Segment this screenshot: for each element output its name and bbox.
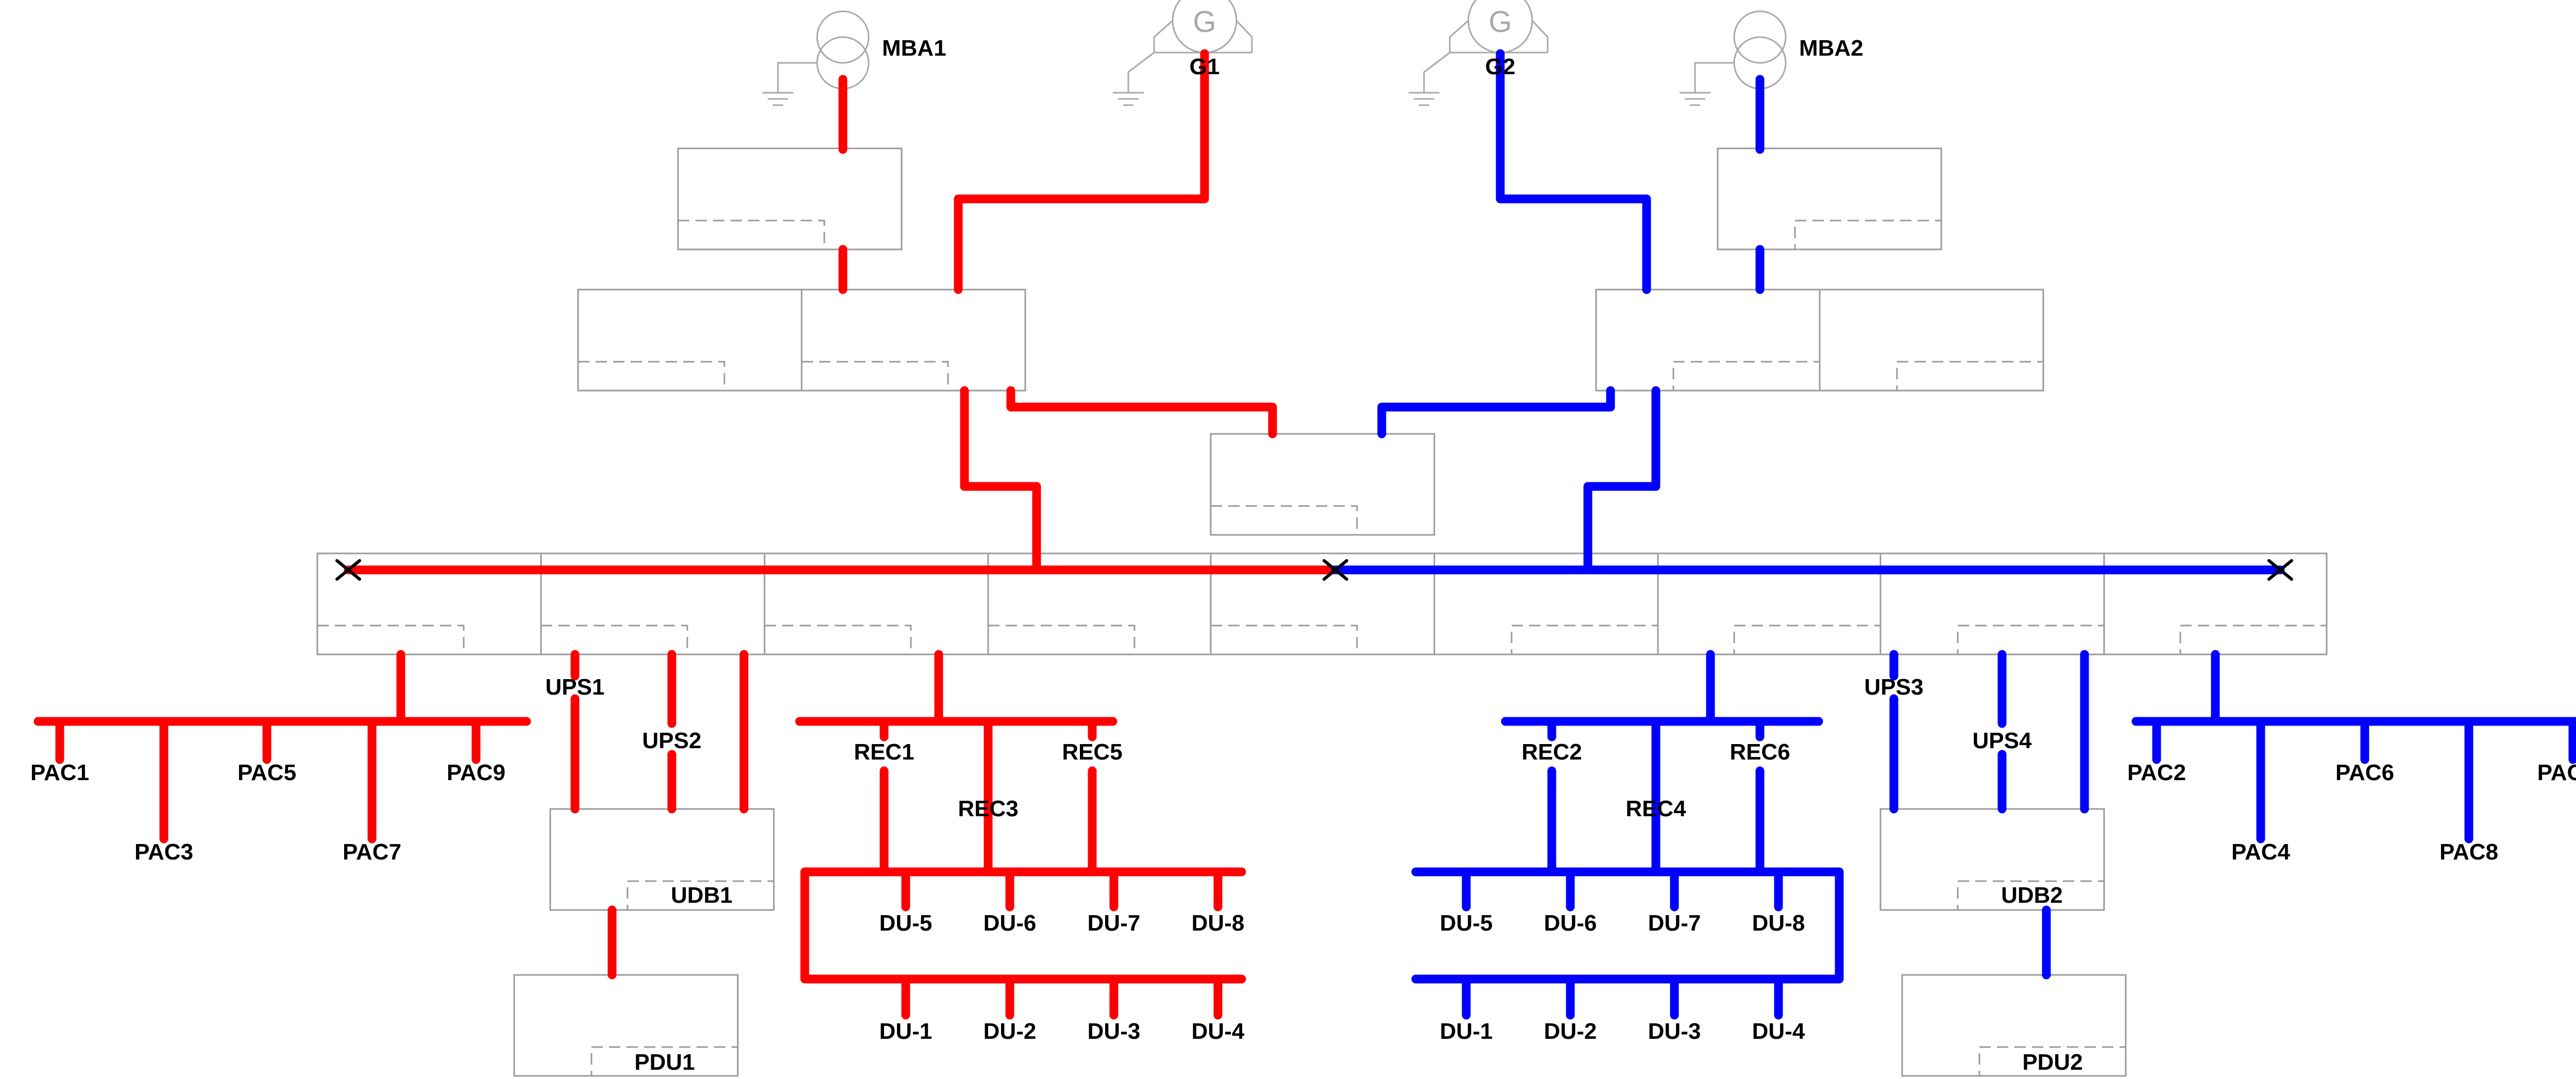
panel-mba2 xyxy=(1717,147,1942,250)
label-du-lower-right-2: DU-2 xyxy=(1544,1019,1597,1044)
tie-panel xyxy=(1210,433,1435,536)
label-pac3: PAC3 xyxy=(134,839,193,865)
label-du-upper-left-1: DU-5 xyxy=(879,911,933,936)
label-du-upper-left-2: DU-6 xyxy=(984,911,1037,936)
label-ups1: UPS1 xyxy=(546,675,605,700)
label-pac1: PAC1 xyxy=(30,760,89,785)
label-g2: G2 xyxy=(1485,54,1516,79)
label-du-lower-right-1: DU-1 xyxy=(1440,1019,1493,1044)
label-pac2: PAC2 xyxy=(2127,760,2186,785)
label-rec2: REC2 xyxy=(1521,739,1582,765)
label-pac4: PAC4 xyxy=(2231,839,2291,865)
label-pac10: PAC10 xyxy=(2537,760,2576,785)
label-pdu1: PDU1 xyxy=(634,1050,694,1075)
label-ups4: UPS4 xyxy=(1973,728,2032,753)
label-udb2: UDB2 xyxy=(2001,883,2063,908)
label-pac7: PAC7 xyxy=(343,839,401,865)
label-du-upper-right-2: DU-6 xyxy=(1544,911,1597,936)
label-rec3: REC3 xyxy=(958,796,1018,821)
switchgear-right-2 xyxy=(1819,289,2044,392)
udb2-enclosure xyxy=(1879,808,2105,911)
label-mba2: MBA2 xyxy=(1799,36,1863,61)
label-du-lower-left-4: DU-4 xyxy=(1192,1019,1245,1044)
switchgear-right-1 xyxy=(1595,289,1821,392)
label-du-lower-left-3: DU-3 xyxy=(1088,1019,1141,1044)
label-pac5: PAC5 xyxy=(238,760,296,785)
switchgear-left-2 xyxy=(801,289,1026,392)
label-g1: G1 xyxy=(1190,54,1220,79)
label-pac9: PAC9 xyxy=(447,760,505,785)
label-rec4: REC4 xyxy=(1625,796,1686,821)
label-rec6: REC6 xyxy=(1730,739,1790,765)
label-pac6: PAC6 xyxy=(2335,760,2394,785)
panel-mba1 xyxy=(677,147,903,250)
svg-text:G: G xyxy=(1488,5,1512,39)
label-ups2: UPS2 xyxy=(642,728,702,753)
pdu2-enclosure xyxy=(1901,974,2127,1077)
label-pac8: PAC8 xyxy=(2439,839,2498,865)
system-b-feeders xyxy=(1331,49,2576,1020)
label-pdu2: PDU2 xyxy=(2022,1050,2082,1075)
label-mba1: MBA1 xyxy=(882,36,946,61)
label-du-upper-right-1: DU-5 xyxy=(1440,911,1493,936)
label-du-upper-right-3: DU-7 xyxy=(1648,911,1701,936)
label-rec5: REC5 xyxy=(1062,739,1122,765)
label-rec1: REC1 xyxy=(854,739,914,765)
transformer-mba1-symbol xyxy=(762,10,870,106)
label-du-upper-left-3: DU-7 xyxy=(1088,911,1141,936)
svg-text:G: G xyxy=(1193,5,1216,39)
label-du-lower-left-1: DU-1 xyxy=(879,1019,933,1044)
system-a-feeders xyxy=(33,49,1340,1020)
label-du-upper-left-4: DU-8 xyxy=(1192,911,1245,936)
label-du-lower-left-2: DU-2 xyxy=(984,1019,1037,1044)
label-ups3: UPS3 xyxy=(1865,675,1924,700)
enclosure-boxes xyxy=(316,147,2328,1077)
generator-g1-symbol: G xyxy=(1113,0,1253,106)
switchgear-left-1 xyxy=(577,289,803,392)
generator-g2-symbol: G xyxy=(1409,0,1549,106)
label-udb1: UDB1 xyxy=(671,883,733,908)
udb1-enclosure xyxy=(549,808,775,911)
label-du-upper-right-4: DU-8 xyxy=(1752,911,1805,936)
label-du-lower-right-4: DU-4 xyxy=(1752,1019,1805,1044)
pdu1-enclosure xyxy=(513,974,739,1077)
transformer-mba2-symbol xyxy=(1680,10,1787,106)
open-breaker-marks xyxy=(335,559,2293,581)
label-du-lower-right-3: DU-3 xyxy=(1648,1019,1701,1044)
